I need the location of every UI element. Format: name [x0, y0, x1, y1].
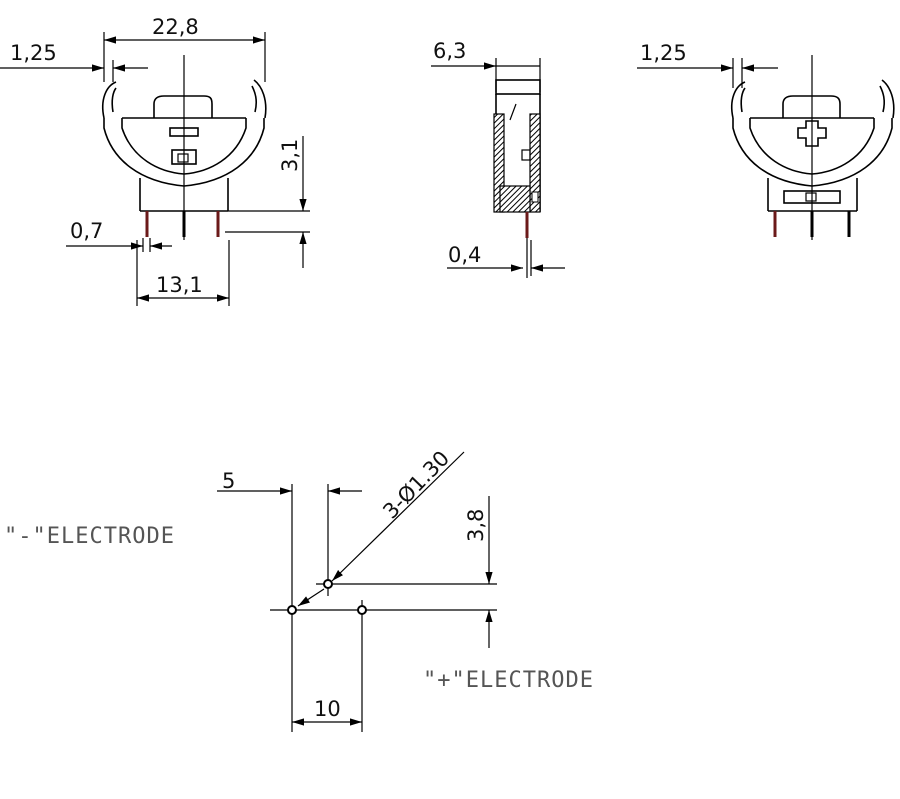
dim-offset-vertical: 3,8 — [464, 509, 488, 542]
hole-negative — [287, 605, 297, 615]
dim-height-offset: 3,1 — [278, 139, 302, 172]
hole-positive — [357, 605, 367, 615]
front-view: 22,8 1,25 3,1 — [0, 15, 310, 306]
dim-clip-offset-right: 1,25 — [640, 41, 687, 65]
dim-hole-spec: 3-Ø1.30 — [378, 446, 454, 523]
dim-pitch-vertical: 5 — [222, 469, 235, 493]
dim-side-thickness: 6,3 — [433, 39, 466, 63]
back-view: 1,25 — [637, 41, 895, 240]
dim-pin-span: 13,1 — [156, 273, 203, 297]
hole-center — [323, 579, 333, 589]
side-view: 6,3 0,4 — [431, 39, 565, 278]
dim-pin-width: 0,7 — [70, 219, 103, 243]
dim-pitch-horizontal: 10 — [314, 697, 341, 721]
label-negative-electrode: "-"ELECTRODE — [4, 524, 175, 549]
dim-clip-offset-left: 1,25 — [10, 41, 57, 65]
pcb-footprint: 5 3-Ø1.30 3,8 10 "-"ELECTRODE "+"ELECTRO… — [4, 446, 594, 732]
dim-side-pin: 0,4 — [448, 243, 481, 267]
label-positive-electrode: "+"ELECTRODE — [423, 668, 594, 693]
dim-width-total: 22,8 — [152, 15, 199, 39]
